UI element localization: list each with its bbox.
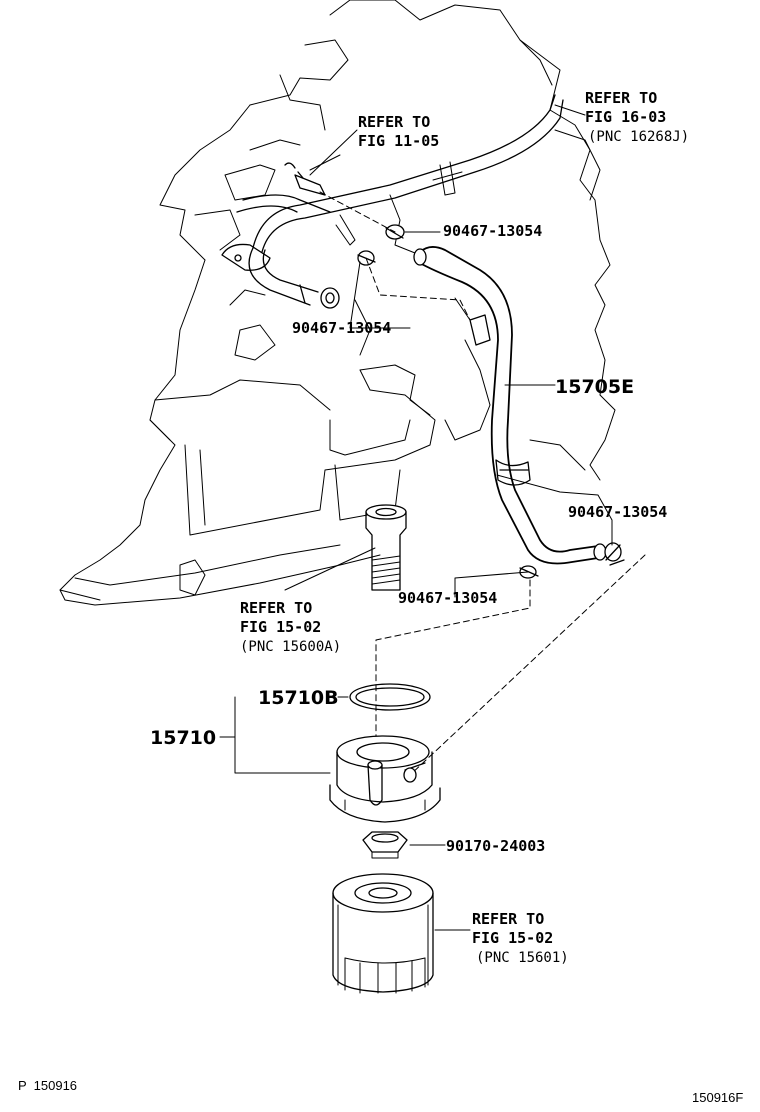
engine-block-outline	[59, 0, 616, 606]
label-gasket-15710b: 15710B	[258, 687, 339, 709]
label-hose-15705e: 15705E	[555, 376, 634, 398]
label-refer-fig-15-02b-line3: (PNC 15601)	[476, 950, 569, 966]
label-refer-fig-15-02a-line1: REFER TO	[240, 599, 312, 617]
label-refer-fig-11-05-line2: FIG 11-05	[358, 132, 439, 150]
oil-cooler-15710	[329, 735, 441, 823]
label-refer-fig-16-03-line1: REFER TO	[585, 89, 657, 107]
label-nut-90170: 90170-24003	[446, 837, 545, 855]
leader-lines	[219, 104, 613, 931]
label-refer-fig-15-02b-line2: FIG 15-02	[472, 929, 553, 947]
hose-union	[454, 297, 491, 346]
label-refer-fig-16-03-line2: FIG 16-03	[585, 108, 666, 126]
union-fitting	[284, 154, 341, 196]
union-bolt	[365, 504, 407, 591]
footer-right-code: 150916F	[692, 1090, 743, 1105]
nut-90170	[362, 831, 408, 859]
label-clamp-lower: 90467-13054	[398, 589, 497, 607]
dashed-leaders	[319, 191, 646, 776]
gasket-15710b	[349, 683, 431, 711]
oil-hose-15705e	[413, 246, 607, 565]
clamp-right	[604, 542, 625, 566]
label-refer-fig-15-02a-line2: FIG 15-02	[240, 618, 321, 636]
label-clamp-upper-left: 90467-13054	[292, 319, 391, 337]
clamp-upper-right	[385, 224, 405, 240]
callout-labels: REFER TO FIG 11-05 REFER TO FIG 16-03 (P…	[150, 89, 689, 966]
label-oil-cooler-15710: 15710	[150, 727, 216, 749]
label-clamp-upper-right: 90467-13054	[443, 222, 542, 240]
footer-left-code: P 150916	[18, 1078, 77, 1093]
upper-left-tube	[221, 194, 356, 309]
label-refer-fig-15-02b-line1: REFER TO	[472, 910, 544, 928]
oil-filter	[332, 873, 434, 994]
upper-oil-pipe	[252, 94, 564, 253]
label-refer-fig-15-02a-line3: (PNC 15600A)	[240, 639, 341, 655]
label-refer-fig-16-03-line3: (PNC 16268J)	[588, 129, 689, 145]
label-clamp-right: 90467-13054	[568, 503, 667, 521]
label-refer-fig-11-05-line1: REFER TO	[358, 113, 430, 131]
